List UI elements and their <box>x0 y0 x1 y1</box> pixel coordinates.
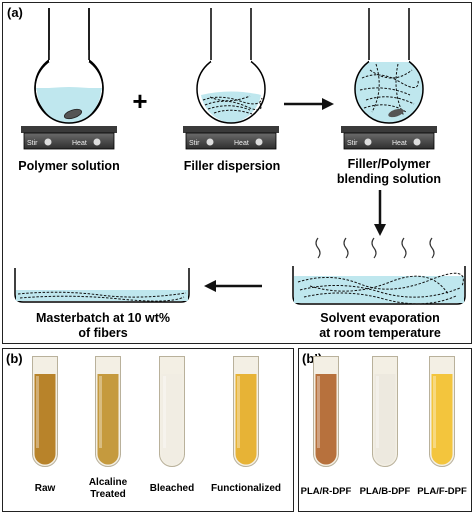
tube-bp-0-glass <box>313 356 339 467</box>
label-polymer-solution: Polymer solution <box>18 159 120 173</box>
panel-b-tag: (b) <box>6 351 23 366</box>
stir-bar <box>388 108 404 118</box>
arrow-left <box>204 280 262 292</box>
tube-b-2-glass <box>159 356 185 467</box>
heat-knob <box>255 138 263 146</box>
tube-b-2 <box>159 356 185 468</box>
flask-filler-dispersion <box>196 8 266 124</box>
tube-b-3 <box>233 356 259 468</box>
tube-bp-2 <box>429 356 455 468</box>
evaporation-dish <box>292 237 466 305</box>
tube-bp-label: PLA/R-DPF <box>300 486 352 497</box>
heat-label: Heat <box>72 140 87 147</box>
label-evap-line2: at room temperature <box>319 326 441 340</box>
stir-knob <box>206 138 214 146</box>
tube-bp-0 <box>313 356 339 468</box>
tube-b-label: Bleached <box>149 483 195 494</box>
label-master-line1: Masterbatch at 10 wt% <box>35 311 171 325</box>
plus-sign: + <box>132 86 147 116</box>
tube-bp-1-glass <box>372 356 398 467</box>
flask-polymer-solution <box>34 8 104 124</box>
fibers-evaporating <box>297 272 464 305</box>
tube-b-0 <box>32 356 58 468</box>
flask-blending-solution <box>354 8 424 124</box>
tube-b-1 <box>95 356 121 468</box>
stir-label: Stir <box>347 140 358 147</box>
tube-bp-label: PLA/B-DPF <box>359 486 411 497</box>
label-blend-line1: Filler/Polymer <box>347 157 431 171</box>
tube-b-label: Alcaline <box>88 477 128 488</box>
tube-b-label-line2: Treated <box>90 489 126 500</box>
tube-bp-2-glass <box>429 356 455 467</box>
label-filler-dispersion: Filler dispersion <box>183 159 281 173</box>
stir-bar <box>63 108 83 120</box>
tube-b-1-glass <box>95 356 121 467</box>
masterbatch-dish <box>14 268 190 303</box>
fibers-film <box>17 291 187 302</box>
heat-label: Heat <box>234 140 249 147</box>
tube-b-0-glass <box>32 356 58 467</box>
stir-label: Stir <box>189 140 200 147</box>
fibers-dispersed <box>359 63 419 117</box>
vapor-lines <box>315 237 435 259</box>
heat-label: Heat <box>392 140 407 147</box>
stir-knob <box>364 138 372 146</box>
hotplate-2: Stir Heat <box>183 126 279 150</box>
heat-knob <box>93 138 101 146</box>
tube-b-3-glass <box>233 356 259 467</box>
label-evap-line1: Solvent evaporation <box>320 311 440 325</box>
arrow-down <box>374 190 386 236</box>
label-master-line2: of fibers <box>78 326 128 340</box>
panel-a-tag: (a) <box>7 5 23 20</box>
tube-bp-1 <box>372 356 398 468</box>
tube-b-label: Raw <box>34 483 56 494</box>
tube-bp-label: PLA/F-DPF <box>417 486 467 497</box>
tube-b-label: Functionalized <box>211 483 281 494</box>
stir-knob <box>44 138 52 146</box>
label-blend-line2: blending solution <box>336 172 442 186</box>
fibers-settled <box>202 95 263 115</box>
heat-knob <box>413 138 421 146</box>
hotplate-1: Stir Heat <box>21 126 117 150</box>
stir-label: Stir <box>27 140 38 147</box>
arrow-right <box>284 98 334 110</box>
hotplate-3: Stir Heat <box>341 126 437 150</box>
